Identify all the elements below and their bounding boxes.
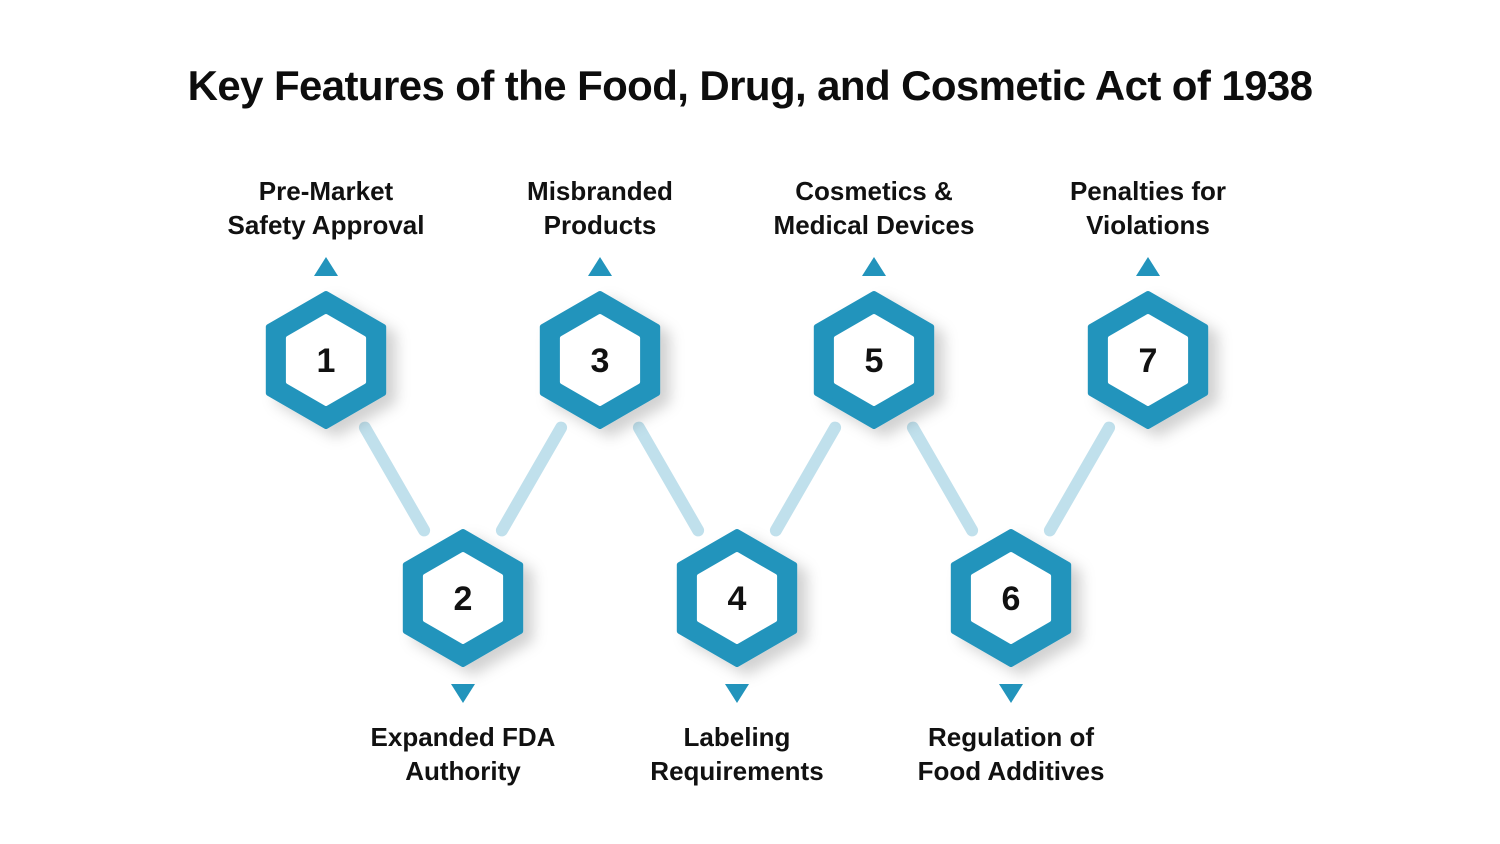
arrow-down-icon-6 bbox=[999, 684, 1023, 703]
page-title: Key Features of the Food, Drug, and Cosm… bbox=[187, 62, 1313, 109]
step-hexagon-5: 5 bbox=[813, 291, 935, 429]
hexagon-inner-1 bbox=[285, 314, 367, 406]
connector-5-6 bbox=[906, 421, 979, 537]
connector-2-3 bbox=[495, 421, 568, 537]
step-label-1: Pre-Market Safety Approval bbox=[227, 176, 425, 240]
hexagon-inner-7 bbox=[1107, 314, 1189, 406]
step-number-6: 6 bbox=[1002, 580, 1021, 618]
step-hexagon-6: 6 bbox=[950, 529, 1072, 667]
step-label-3: Misbranded Products bbox=[527, 176, 673, 240]
connector-3-4 bbox=[632, 421, 705, 537]
step-label-7: Penalties for Violations bbox=[1069, 176, 1227, 240]
step-number-1: 1 bbox=[317, 342, 336, 380]
connector-6-7 bbox=[1043, 421, 1116, 537]
step-label-6: Regulation of Food Additives bbox=[917, 722, 1105, 786]
step-hexagon-7: 7 bbox=[1087, 291, 1209, 429]
direction-arrows bbox=[314, 257, 1160, 703]
step-label-4: Labeling Requirements bbox=[650, 722, 824, 786]
step-hexagon-3: 3 bbox=[539, 291, 661, 429]
step-number-3: 3 bbox=[591, 342, 610, 380]
step-number-7: 7 bbox=[1139, 342, 1158, 380]
connector-1-2 bbox=[358, 421, 431, 537]
hexagon-inner-3 bbox=[559, 314, 641, 406]
arrow-up-icon-7 bbox=[1136, 257, 1160, 276]
step-hexagon-2: 2 bbox=[402, 529, 524, 667]
arrow-up-icon-1 bbox=[314, 257, 338, 276]
hexagon-inner-5 bbox=[833, 314, 915, 406]
arrow-up-icon-5 bbox=[862, 257, 886, 276]
hexagon-inner-4 bbox=[696, 552, 778, 644]
step-number-4: 4 bbox=[728, 580, 747, 618]
hexagon-inner-2 bbox=[422, 552, 504, 644]
arrow-up-icon-3 bbox=[588, 257, 612, 276]
step-hexagon-4: 4 bbox=[676, 529, 798, 667]
step-hexagons: 1 2 3 4 5 6 7 bbox=[265, 291, 1209, 667]
step-label-2: Expanded FDA Authority bbox=[370, 722, 556, 786]
step-label-5: Cosmetics & Medical Devices bbox=[773, 176, 975, 240]
hexagon-inner-6 bbox=[970, 552, 1052, 644]
step-number-2: 2 bbox=[454, 580, 473, 618]
connector-4-5 bbox=[769, 421, 842, 537]
connector-lines bbox=[358, 421, 1116, 537]
step-hexagon-1: 1 bbox=[265, 291, 387, 429]
arrow-down-icon-4 bbox=[725, 684, 749, 703]
arrow-down-icon-2 bbox=[451, 684, 475, 703]
step-number-5: 5 bbox=[865, 342, 884, 380]
